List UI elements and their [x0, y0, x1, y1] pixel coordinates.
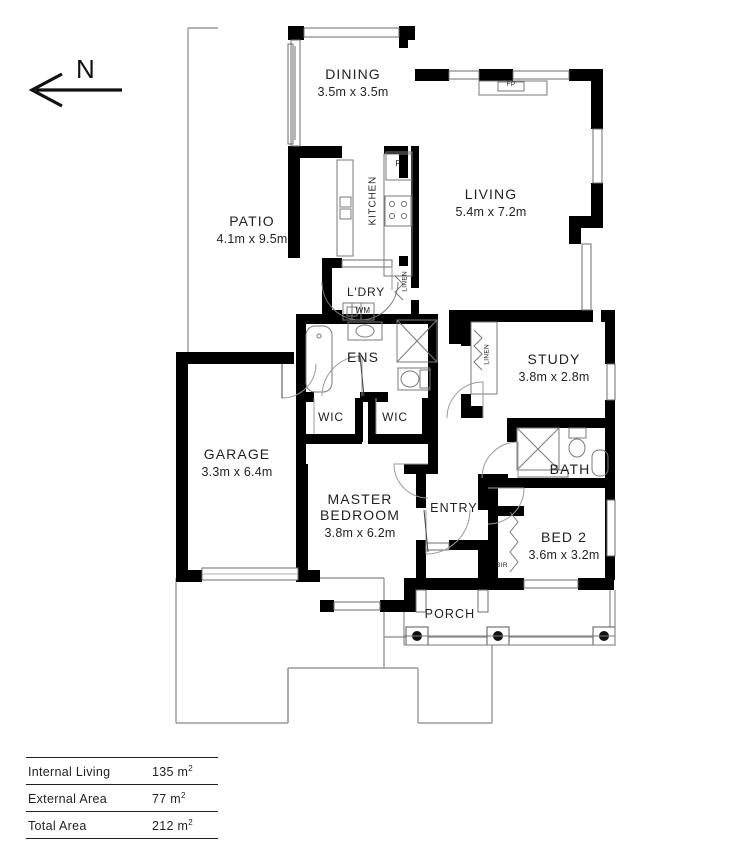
table-row: Internal Living 135 m2 [26, 757, 218, 785]
walls [176, 26, 615, 612]
area-table-body: Internal Living 135 m2 External Area 77 … [26, 757, 218, 839]
study-door [446, 381, 484, 419]
windows [201, 27, 616, 613]
bath-basin-icon [591, 449, 609, 477]
stove-icon [384, 195, 412, 227]
fixtures [305, 80, 609, 573]
table-row: Total Area 212 m2 [26, 811, 218, 839]
front-door [425, 509, 471, 555]
area-value: 77 m2 [152, 791, 186, 807]
shower-icon [396, 319, 438, 363]
linen-door-study [473, 329, 483, 371]
site-outline [175, 27, 611, 724]
area-label: Internal Living [28, 764, 111, 779]
linen-door-ldry [394, 275, 404, 301]
ens-door [321, 355, 363, 397]
area-value: 212 m2 [152, 818, 193, 834]
table-row: External Area 77 m2 [26, 784, 218, 812]
curved-wall [321, 281, 399, 321]
porch-columns [403, 590, 616, 646]
toilet-icon [400, 370, 420, 388]
vanity-basin [347, 321, 383, 341]
area-value: 135 m2 [152, 764, 193, 780]
north-arrow-graphic [28, 72, 122, 108]
door-swings [281, 266, 525, 555]
bathtub-icon [305, 325, 333, 393]
area-label: Total Area [28, 818, 87, 833]
bed2-door [487, 487, 525, 525]
bir-door [509, 511, 519, 573]
fireplace-hearth [478, 80, 548, 96]
area-summary-table: Internal Living 135 m2 External Area 77 … [26, 757, 218, 839]
bath-door [481, 441, 519, 479]
bath-shower-icon [516, 427, 560, 471]
bath-toilet-icon [568, 438, 586, 458]
kitchen-bench [336, 159, 354, 257]
area-label: External Area [28, 791, 107, 806]
